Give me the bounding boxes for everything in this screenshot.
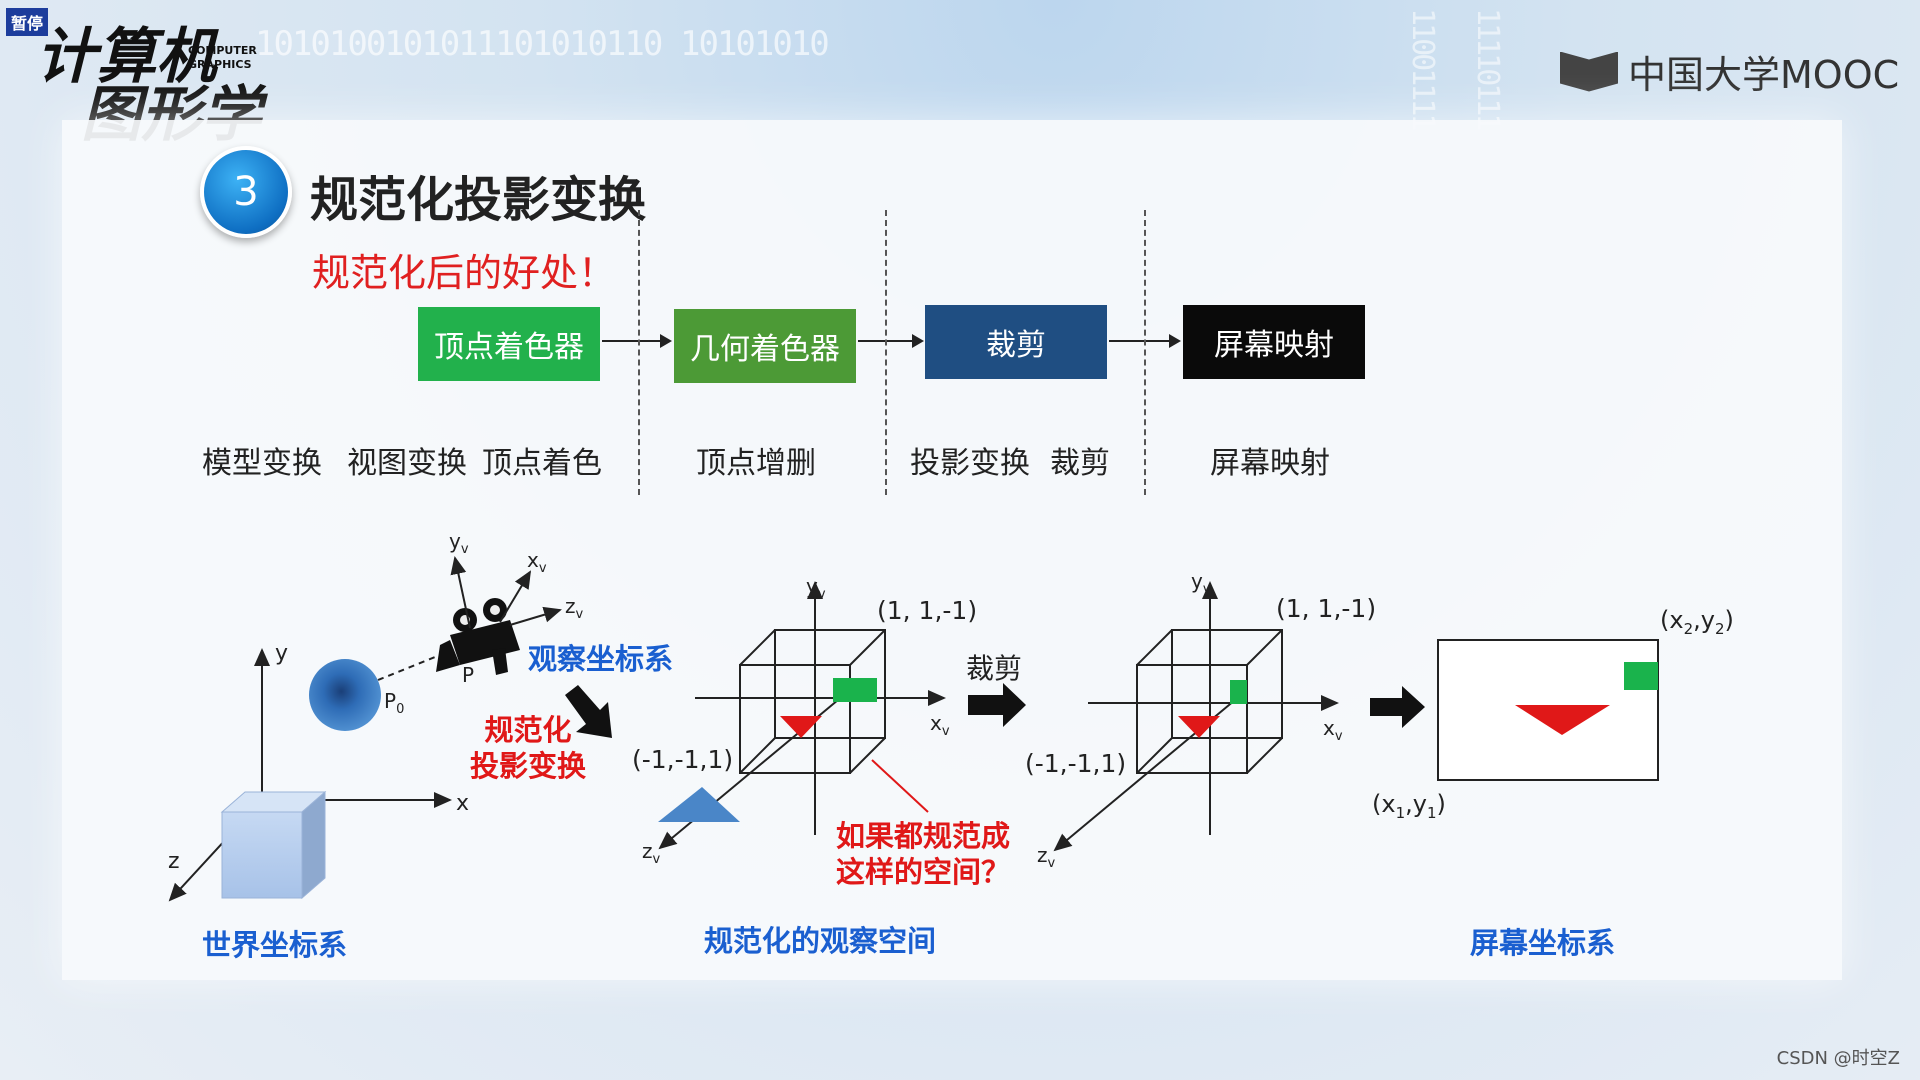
question-line2: 这样的空间？ bbox=[836, 855, 1011, 889]
binary-decor-text: 1010100101011101010110 bbox=[255, 24, 663, 64]
camera-xv-label: xv bbox=[527, 548, 547, 576]
world-axis-z-label: z bbox=[168, 849, 180, 874]
cube2-yv-label: yv bbox=[1191, 569, 1211, 597]
normalized-space-caption: 规范化的观察空间 bbox=[704, 924, 937, 958]
camera-yv-label: yv bbox=[449, 529, 469, 557]
course-logo-sub2: GRAPHICS bbox=[188, 58, 252, 71]
camera-zv-label: zv bbox=[565, 594, 584, 622]
slide-panel bbox=[62, 120, 1842, 980]
stage-vertex-shader: 顶点着色器 bbox=[418, 307, 600, 381]
desc-projection-transform: 投影变换 bbox=[910, 446, 1030, 481]
cube2-zv-label: zv bbox=[1037, 843, 1056, 871]
binary-decor-text: 10101010 bbox=[680, 24, 830, 64]
world-cube bbox=[220, 790, 327, 900]
camera-icon bbox=[436, 598, 520, 675]
question-pointer-line bbox=[871, 759, 929, 813]
slide-subtitle: 规范化后的好处！ bbox=[312, 251, 617, 295]
cube1-yv-label: yv bbox=[806, 574, 826, 602]
sphere-p0 bbox=[309, 659, 381, 731]
pipeline-arrow bbox=[602, 334, 672, 348]
cube1-corner-min: (-1,-1,1) bbox=[632, 745, 733, 774]
point-p-label: P bbox=[462, 663, 474, 687]
binary-decor-text: 11001111 bbox=[1405, 8, 1440, 129]
desc-vertex-add-remove: 顶点增删 bbox=[696, 446, 816, 481]
normalize-arrow-icon bbox=[565, 685, 612, 738]
camera-axis-yv bbox=[450, 556, 471, 629]
cube1-corner-max: (1, 1,-1) bbox=[877, 596, 977, 625]
stage-geometry-shader: 几何着色器 bbox=[674, 309, 856, 383]
normalize-projection-label: 规范化 投影变换 bbox=[470, 712, 586, 784]
point-p0-label: P0 bbox=[384, 689, 404, 717]
normalize-label-line2: 投影变换 bbox=[470, 749, 587, 783]
desc-screen-mapping: 屏幕映射 bbox=[1210, 446, 1330, 481]
world-axis-x-label: x bbox=[456, 791, 469, 816]
view-direction-line bbox=[377, 654, 441, 681]
question-label: 如果都规范成 这样的空间？ bbox=[836, 818, 1010, 890]
pause-tag[interactable]: 暂停 bbox=[6, 8, 49, 36]
slide-title: 规范化投影变换 bbox=[310, 172, 647, 228]
clipped-cube bbox=[1053, 581, 1339, 852]
screen-top-right-label: (x2,y2) bbox=[1660, 606, 1734, 638]
cube1-zv-label: zv bbox=[642, 839, 661, 867]
question-line1: 如果都规范成 bbox=[836, 819, 1011, 853]
desc-clipping: 裁剪 bbox=[1050, 446, 1110, 481]
normalize-label-line1: 规范化 bbox=[484, 713, 572, 747]
mooc-logo-text: 中国大学MOOC bbox=[1628, 53, 1900, 97]
world-coord-caption: 世界坐标系 bbox=[202, 928, 348, 962]
screen-bottom-left-label: (x1,y1) bbox=[1372, 790, 1446, 822]
stage-separator bbox=[638, 210, 640, 495]
camera-axis-zv bbox=[509, 606, 562, 626]
mooc-logo: 中国大学MOOC bbox=[1560, 44, 1899, 99]
clip-label: 裁剪 bbox=[966, 652, 1022, 685]
section-number-badge: 3 bbox=[200, 146, 292, 238]
view-coord-label: 观察坐标系 bbox=[528, 642, 674, 676]
course-logo-sub1: COMPUTER bbox=[188, 44, 257, 57]
cube2-corner-max: (1, 1,-1) bbox=[1276, 594, 1376, 623]
watermark: CSDN @时空Z bbox=[1776, 1048, 1900, 1069]
stage-separator bbox=[885, 210, 887, 495]
screen-coord-caption: 屏幕坐标系 bbox=[1470, 926, 1616, 960]
clip-arrow-icon bbox=[968, 683, 1026, 727]
desc-model-transform: 模型变换 bbox=[202, 446, 322, 481]
cube2-xv-label: xv bbox=[1323, 716, 1343, 744]
stage-clipping: 裁剪 bbox=[925, 305, 1107, 379]
world-axis-y-label: y bbox=[275, 641, 288, 666]
camera-axis-xv bbox=[499, 570, 532, 623]
course-logo-sub: COMPUTER GRAPHICS bbox=[188, 44, 257, 72]
binary-decor-text: 11110111 bbox=[1470, 8, 1505, 129]
stage-separator bbox=[1144, 210, 1146, 495]
course-logo-line1: 计算机 bbox=[36, 22, 216, 92]
stage-screen-mapping: 屏幕映射 bbox=[1183, 305, 1365, 379]
cube1-xv-label: xv bbox=[930, 711, 950, 739]
cube2-corner-min: (-1,-1,1) bbox=[1025, 749, 1126, 778]
screen-arrow-icon bbox=[1370, 686, 1425, 728]
desc-vertex-shading: 顶点着色 bbox=[482, 446, 602, 481]
screen-rectangle bbox=[1437, 639, 1659, 781]
pipeline-arrow bbox=[858, 334, 924, 348]
desc-view-transform: 视图变换 bbox=[347, 446, 467, 481]
normalized-cube bbox=[658, 581, 946, 850]
